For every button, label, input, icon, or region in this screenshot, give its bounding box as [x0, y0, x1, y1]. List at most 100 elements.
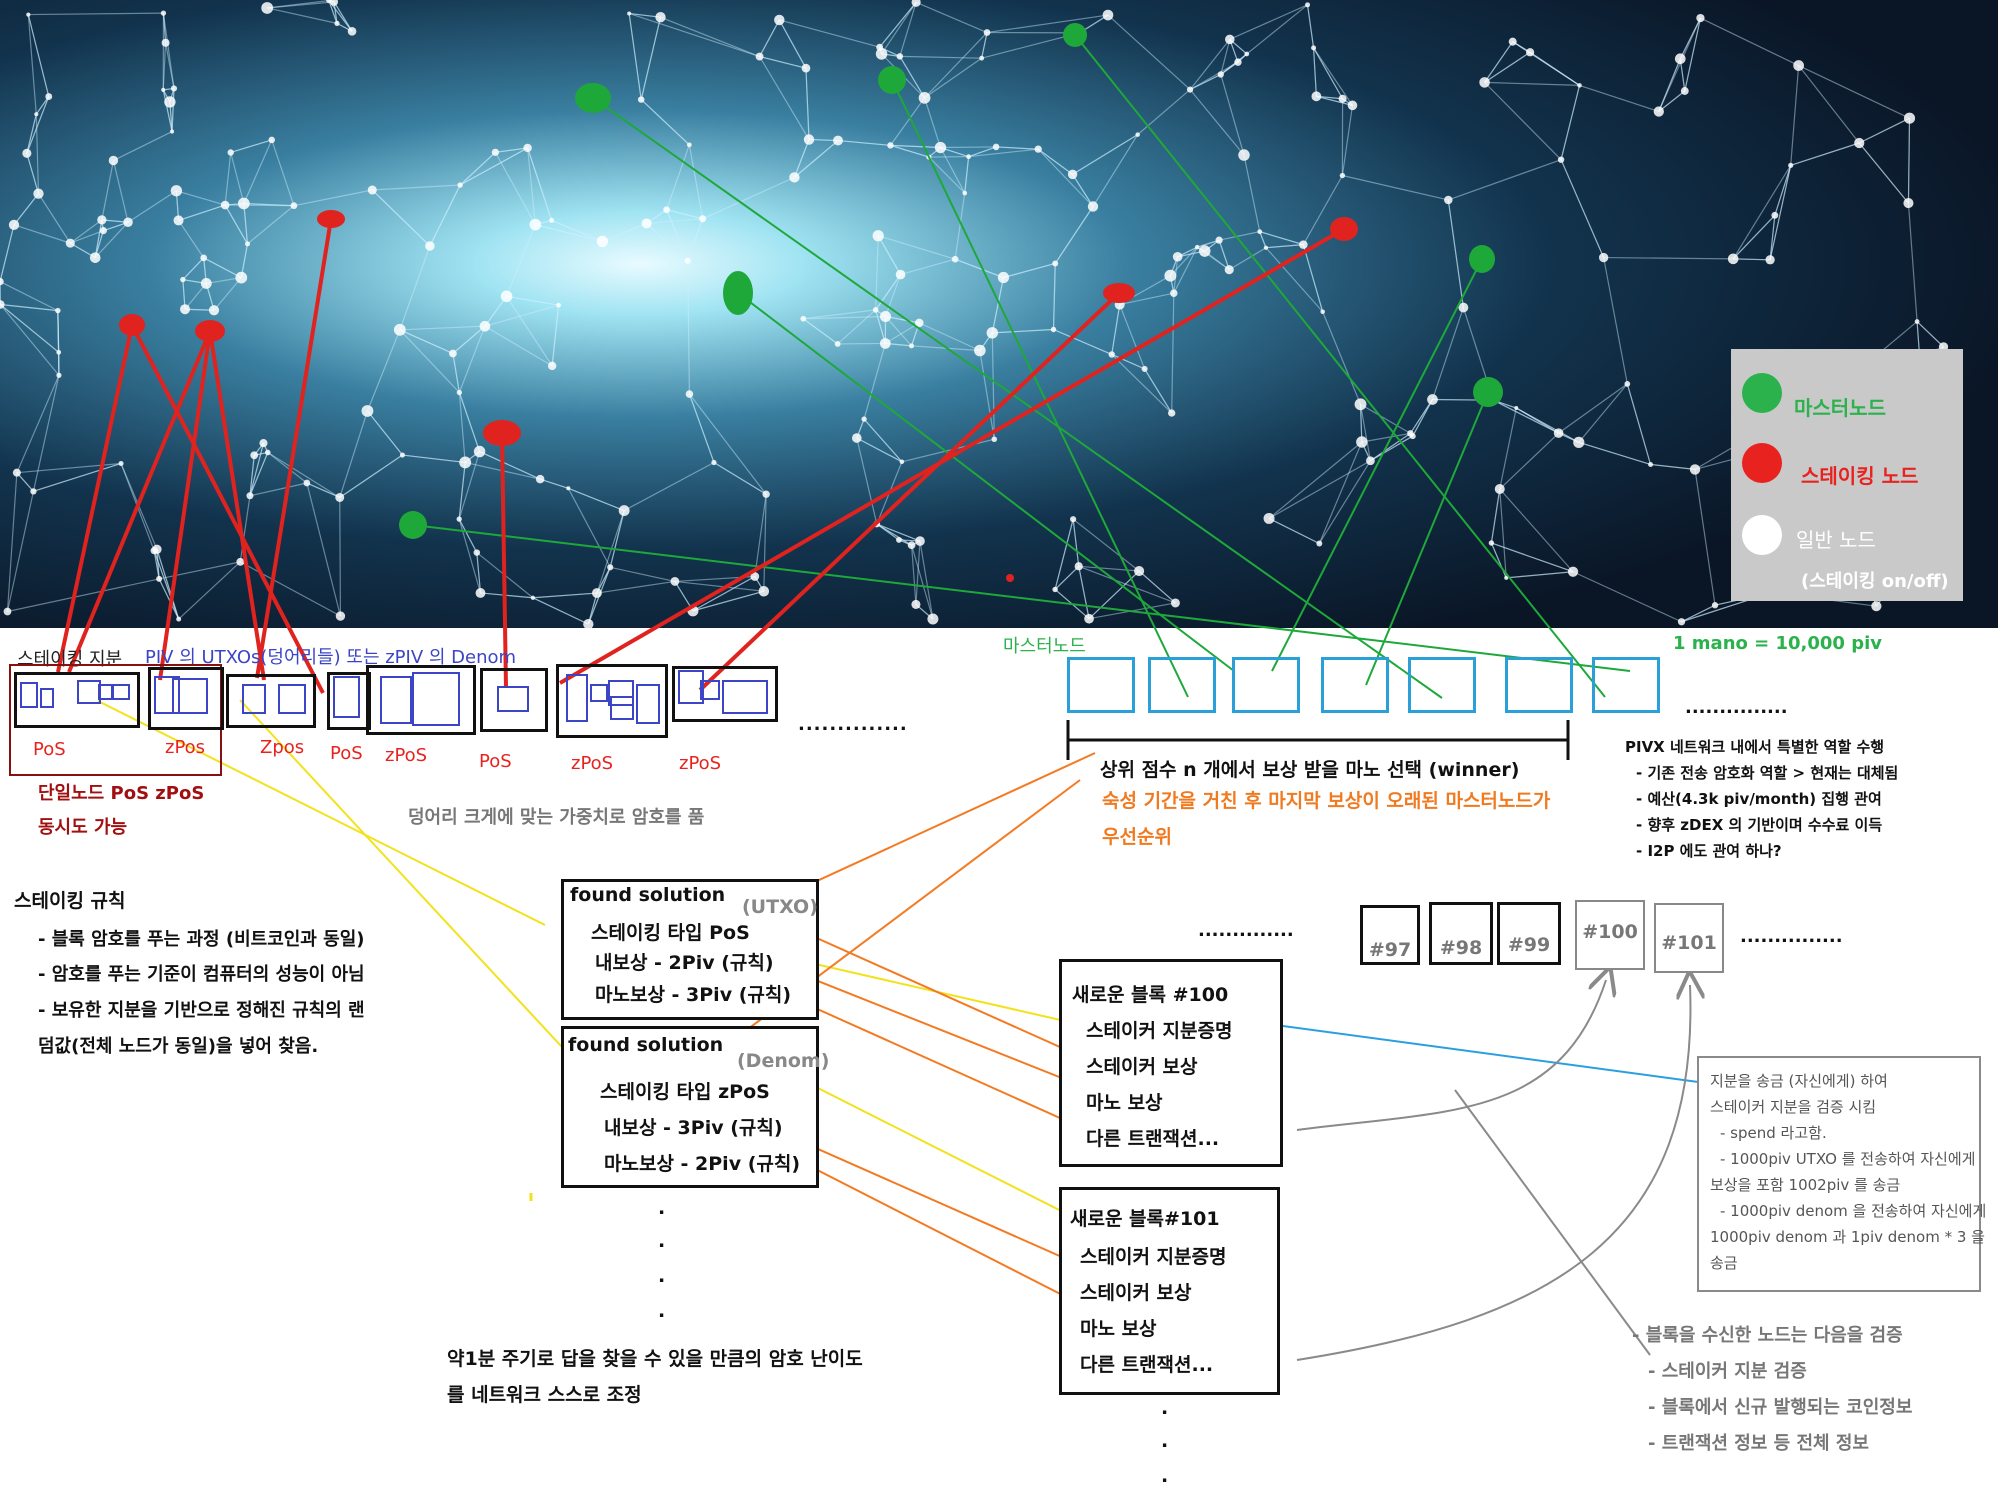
- mesh-node: [655, 11, 666, 23]
- mesh-node: [887, 142, 894, 149]
- mesh-node: [583, 618, 594, 630]
- mesh-node: [118, 460, 124, 467]
- difficulty-line1: 약1분 주기로 답을 찾을 수 있을 만큼의 암호 난이도: [447, 1348, 863, 1370]
- mesh-node: [1458, 302, 1469, 313]
- mesh-link: [239, 495, 251, 562]
- mesh-link: [876, 523, 921, 542]
- mesh-link: [1054, 565, 1080, 590]
- mesh-node: [235, 271, 248, 284]
- mesh-node: [686, 142, 692, 148]
- mesh-link: [1732, 164, 1792, 260]
- mesh-link: [1189, 89, 1245, 156]
- mesh-link: [666, 144, 690, 210]
- mesh-link: [249, 455, 255, 496]
- connector: [158, 330, 212, 681]
- mesh-link: [1078, 566, 1090, 619]
- mesh-node: [268, 136, 276, 144]
- mesh-link: [610, 566, 676, 583]
- mesh-link: [33, 462, 122, 492]
- masternode-node: [575, 83, 611, 113]
- mesh-link: [1072, 518, 1140, 572]
- mesh-link: [1313, 47, 1344, 100]
- mesh-link: [1626, 383, 1652, 465]
- mesh-link: [1515, 407, 1559, 434]
- mesh-link: [890, 144, 930, 158]
- mesh-link: [1448, 159, 1562, 201]
- mesh-link: [429, 184, 461, 247]
- mesh-link: [1658, 58, 1681, 112]
- mesh-node: [1525, 48, 1535, 57]
- mesh-link: [1858, 117, 1910, 144]
- mesh-link: [1484, 81, 1562, 161]
- mesh-node: [1311, 45, 1317, 51]
- mesh-link: [1529, 51, 1580, 86]
- block100-line3: 마노 보상: [1086, 1092, 1163, 1114]
- mesh-link: [793, 139, 810, 178]
- mesh-link: [399, 329, 454, 355]
- mesh-node: [1624, 381, 1631, 387]
- mesh-link: [964, 156, 970, 194]
- mesh-link: [213, 277, 242, 311]
- mesh-link: [243, 202, 294, 207]
- mesh-node: [556, 302, 561, 308]
- mesh-node: [1677, 618, 1686, 626]
- mesh-node: [1225, 34, 1235, 45]
- utxo-chunk: [412, 672, 460, 726]
- highlight-nodes: [119, 23, 1503, 582]
- mesh-node: [1135, 132, 1140, 137]
- mesh-link: [1681, 604, 1716, 623]
- masternode-node: [723, 271, 753, 315]
- mesh-node: [227, 149, 234, 156]
- mesh-link: [1072, 134, 1138, 175]
- mesh-link: [674, 580, 764, 592]
- mesh-link: [178, 220, 205, 259]
- mesh-link: [112, 160, 129, 223]
- connector: [737, 292, 1235, 672]
- piv-utxo-header: PIV 의 UTXOs(덩어리들) 또는 zPIV 의 Denom: [145, 647, 517, 668]
- utxo-group-3: [226, 674, 316, 728]
- mesh-node: [290, 202, 298, 210]
- mesh-link: [94, 219, 103, 258]
- mesh-link: [366, 410, 403, 456]
- mesh-node: [170, 185, 183, 197]
- mesh-link: [1246, 4, 1308, 55]
- mesh-node: [479, 320, 491, 332]
- mesh-node: [1338, 94, 1347, 103]
- mesh-link: [879, 1, 917, 48]
- mesh-link: [1072, 519, 1080, 567]
- staking-node: [483, 420, 521, 446]
- mesh-link: [837, 342, 886, 345]
- mesh-link: [532, 597, 589, 625]
- mesh-link: [551, 305, 560, 366]
- mesh-link: [267, 7, 338, 24]
- mesh-link: [1790, 142, 1860, 166]
- mesh-node: [459, 456, 472, 469]
- mesh-link: [458, 518, 478, 553]
- mesh-link: [459, 147, 528, 186]
- mesh-link: [1490, 488, 1501, 544]
- mesh-node: [1508, 37, 1517, 46]
- mesh-node: [547, 361, 557, 371]
- mesh-link: [70, 230, 104, 244]
- mesh-link: [1907, 118, 1911, 204]
- mesh-node: [895, 269, 906, 280]
- mesh-link: [1218, 231, 1260, 241]
- masternode-node: [878, 66, 906, 94]
- mesh-link: [328, 0, 353, 32]
- mesh-link: [602, 222, 647, 242]
- pivx-role-2: - 예산(4.3k piv/month) 집행 관여: [1636, 790, 1882, 808]
- utxo-label: zPoS: [679, 753, 722, 774]
- mesh-link: [535, 224, 603, 243]
- mesh-link: [915, 1, 988, 34]
- pivx-role-1: - 기존 전송 암호화 역할 > 현재는 대체됨: [1636, 764, 1899, 782]
- mesh-link: [459, 151, 496, 186]
- mesh-link: [1798, 65, 1860, 144]
- mesh-link: [230, 139, 272, 154]
- mesh-link: [1265, 244, 1304, 249]
- mesh-node: [801, 63, 811, 73]
- mesh-link: [981, 32, 988, 59]
- mesh-link: [890, 144, 930, 158]
- mesh-link: [27, 14, 37, 115]
- utxo-chunk: [566, 674, 588, 722]
- mesh-link: [856, 437, 878, 525]
